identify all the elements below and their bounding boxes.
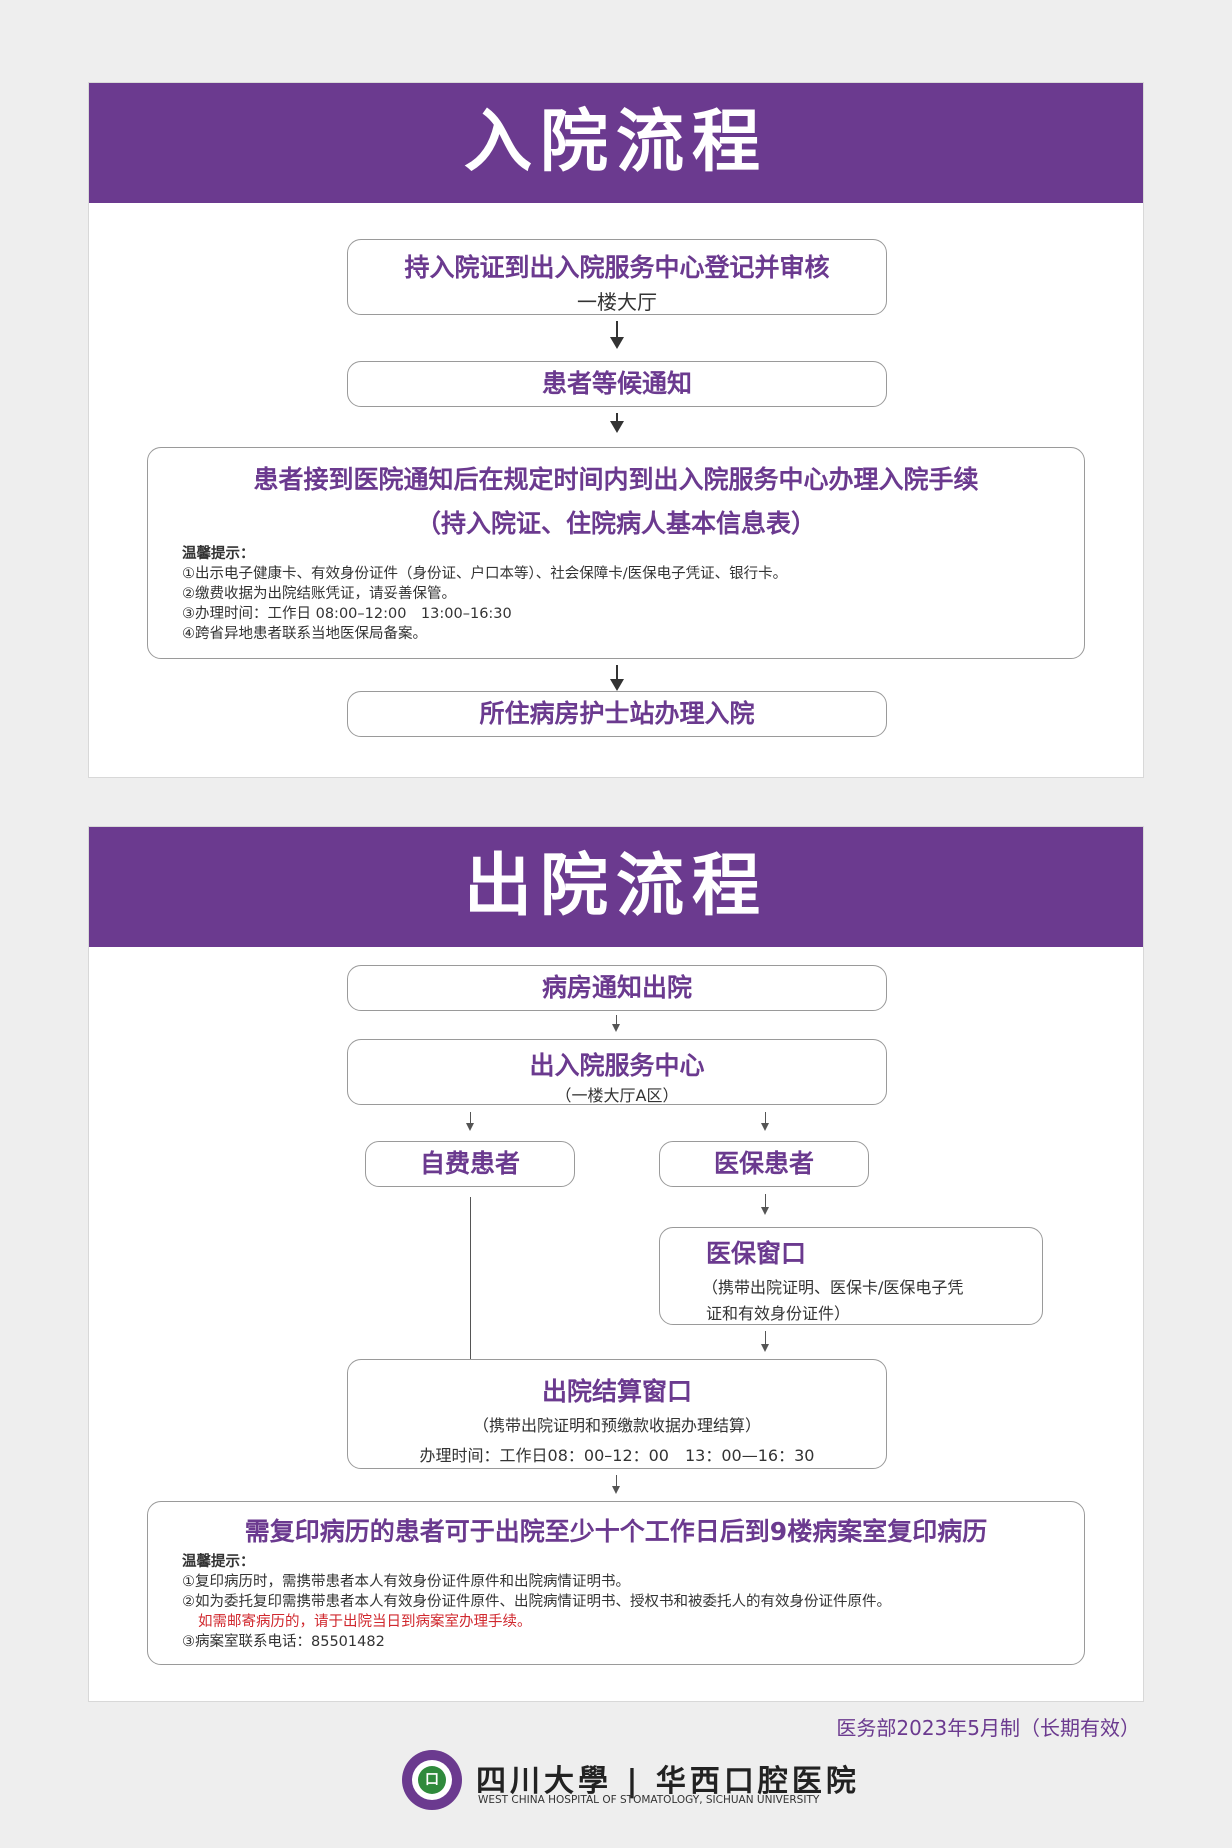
admission-step-wait: 患者等候通知 [347,361,887,407]
medical-records-tip: ①复印病历时，需携带患者本人有效身份证件原件和出院病情证明书。 [182,1574,630,1590]
arrow-down-icon [761,1331,769,1352]
settlement-window-hours: 办理时间：工作日08：00–12：00 13：00—16：30 [419,1446,815,1465]
settlement-window-title: 出院结算窗口 [541,1377,692,1406]
arrow-down-icon [610,321,624,349]
insurance-window-title: 医保窗口 [706,1239,807,1268]
arrow-down-long-icon [466,1197,474,1374]
arrow-down-icon [610,665,624,691]
discharge-step-ward-notice: 病房通知出院 [347,965,887,1011]
medical-records-title: 需复印病历的患者可于出院至少十个工作日后到9楼病案室复印病历 [244,1517,988,1546]
hospital-logo: 口 [402,1750,462,1810]
medical-records-tips: 温馨提示： ①复印病历时，需携带患者本人有效身份证件原件和出院病情证明书。 ②如… [182,1552,891,1652]
discharge-step-ward-notice-title: 病房通知出院 [541,973,692,1002]
settlement-window-box: 出院结算窗口 （携带出院证明和预缴款收据办理结算） 办理时间：工作日08：00–… [347,1359,887,1469]
self-pay-patient-title: 自费患者 [419,1149,520,1178]
insurance-window-box: 医保窗口 （携带出院证明、医保卡/医保电子凭 证和有效身份证件） [659,1227,1043,1325]
insurance-window-docs: （携带出院证明、医保卡/医保电子凭 [702,1278,964,1297]
arrow-down-icon [761,1194,769,1215]
admission-panel: 入院流程 持入院证到出入院服务中心登记并审核 一楼大厅 患者等候通知 患者接到医… [88,82,1144,778]
insured-patient-title: 医保患者 [713,1149,814,1178]
arrow-down-icon [466,1112,474,1131]
issue-note: 医务部2023年5月制（长期有效） [836,1716,1140,1740]
self-pay-patient-box: 自费患者 [365,1141,575,1187]
admission-step-wait-title: 患者等候通知 [541,369,692,398]
admission-step-register-location: 一楼大厅 [577,290,657,314]
discharge-step-service-center: 出入院服务中心 （一楼大厅A区） [347,1039,887,1105]
admission-step-procedure-docs: （持入院证、住院病人基本信息表） [415,509,816,538]
arrow-down-icon [761,1112,769,1131]
admission-tips: 温馨提示： ①出示电子健康卡、有效身份证件（身份证、户口本等）、社会保障卡/医保… [182,544,787,644]
admission-title: 入院流程 [89,83,1143,203]
admission-tips-heading: 温馨提示： [182,546,255,562]
discharge-step-service-center-title: 出入院服务中心 [529,1051,705,1080]
admission-tip: ③办理时间：工作日 08:00–12:00 13:00–16:30 [182,606,512,622]
arrow-down-icon [612,1015,620,1032]
insurance-window-docs: 证和有效身份证件） [706,1304,851,1323]
discharge-step-service-center-location: （一楼大厅A区） [555,1086,679,1105]
discharge-title: 出院流程 [89,827,1143,947]
admission-step-nurse-station-title: 所住病房护士站办理入院 [479,699,755,728]
insured-patient-box: 医保患者 [659,1141,869,1187]
hospital-name-en: WEST CHINA HOSPITAL OF STOMATOLOGY, SICH… [478,1794,820,1806]
medical-records-box: 需复印病历的患者可于出院至少十个工作日后到9楼病案室复印病历 温馨提示： ①复印… [147,1501,1085,1665]
hospital-logo-emblem-icon: 口 [418,1766,446,1794]
admission-step-procedure-title: 患者接到医院通知后在规定时间内到出入院服务中心办理入院手续 [253,465,979,494]
medical-records-phone: ③病案室联系电话：85501482 [182,1634,385,1650]
arrow-down-icon [610,413,624,433]
admission-step-procedure: 患者接到医院通知后在规定时间内到出入院服务中心办理入院手续 （持入院证、住院病人… [147,447,1085,659]
admission-tip: ①出示电子健康卡、有效身份证件（身份证、户口本等）、社会保障卡/医保电子凭证、银… [182,566,788,582]
admission-tip: ④跨省异地患者联系当地医保局备案。 [182,626,427,642]
medical-records-mail-tip: 如需邮寄病历的，请于出院当日到病案室办理手续。 [198,1614,532,1630]
hospital-name-cn: 四川大學 | 华西口腔医院 [476,1764,860,1799]
admission-step-register-title: 持入院证到出入院服务中心登记并审核 [404,253,830,282]
settlement-window-docs: （携带出院证明和预缴款收据办理结算） [472,1416,761,1435]
medical-records-tip: ②如为委托复印需携带患者本人有效身份证件原件、出院病情证明书、授权书和被委托人的… [182,1594,891,1610]
admission-step-nurse-station: 所住病房护士站办理入院 [347,691,887,737]
admission-tip: ②缴费收据为出院结账凭证，请妥善保管。 [182,586,456,602]
discharge-panel: 出院流程 病房通知出院 出入院服务中心 （一楼大厅A区） 自费患者 医保患者 医… [88,826,1144,1702]
admission-step-register: 持入院证到出入院服务中心登记并审核 一楼大厅 [347,239,887,315]
medical-records-tips-heading: 温馨提示： [182,1554,255,1570]
arrow-down-icon [612,1475,620,1494]
